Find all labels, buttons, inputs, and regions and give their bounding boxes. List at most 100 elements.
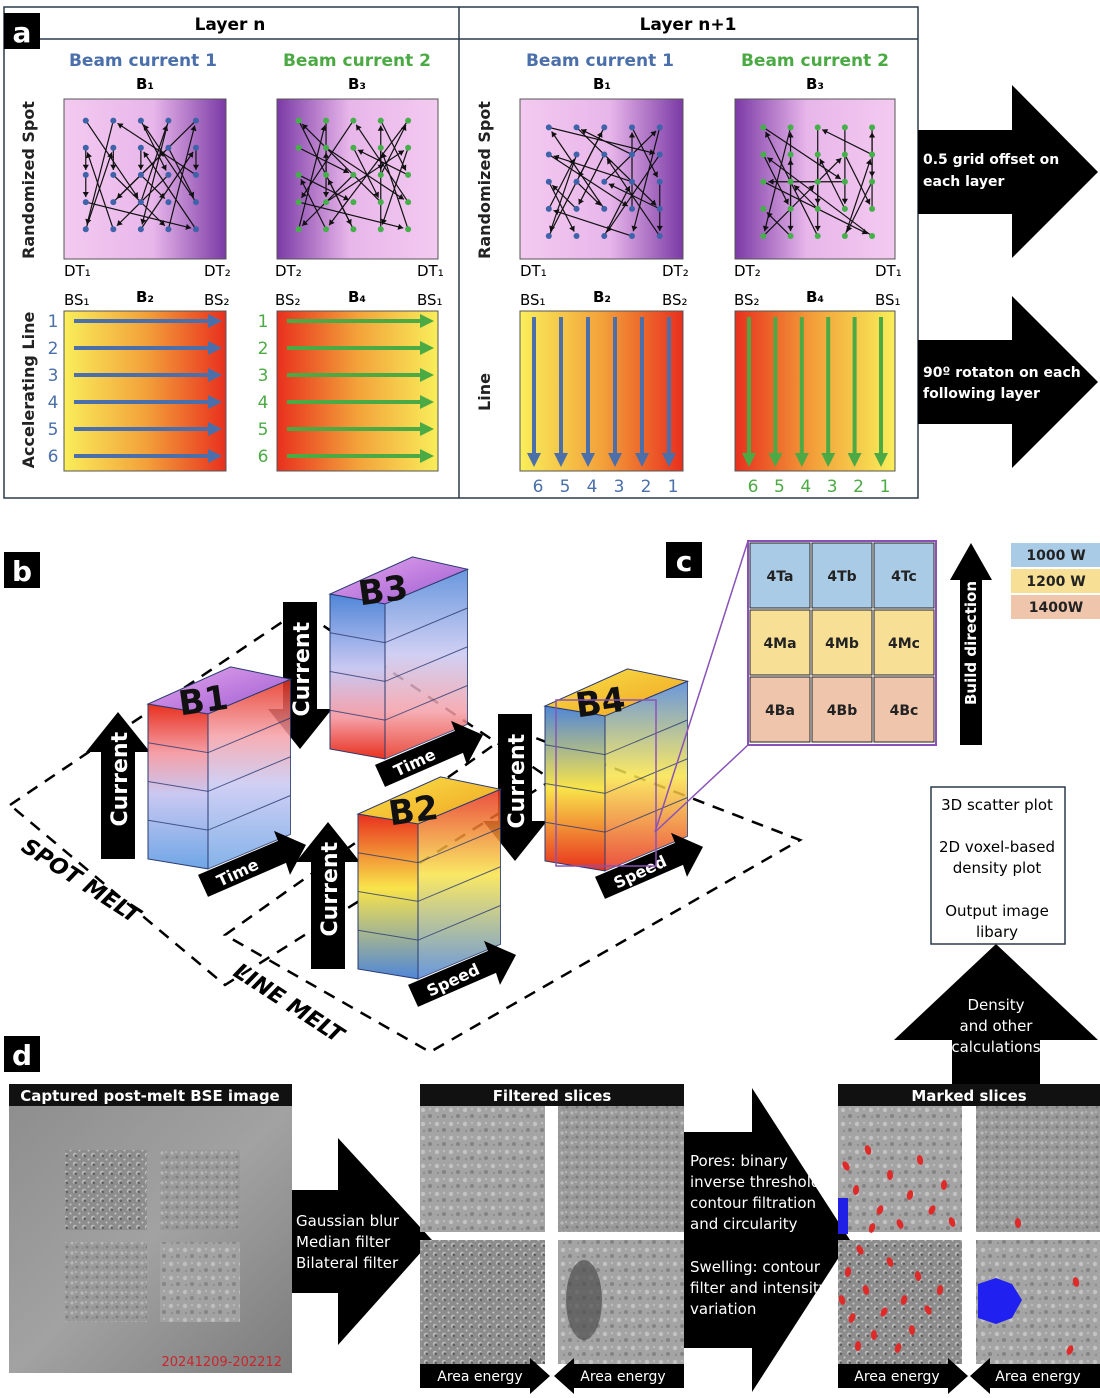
spot-arrowhead-b3-n1-1 — [819, 159, 826, 166]
spot-arrowhead-b1-n1-0 — [581, 129, 588, 135]
spot-dot-b3-n1-18 — [841, 205, 848, 212]
bs2-b2-right: BS₂ — [662, 291, 688, 309]
spot-arrowhead-b1-n1-1 — [650, 199, 657, 206]
bs1-b2-right: BS₁ — [520, 291, 546, 309]
pore-mark-29 — [1066, 1345, 1074, 1355]
pore-mark-11 — [868, 1223, 876, 1233]
cube-layer-b1-2 — [147, 756, 291, 792]
current-label-b2: Current — [318, 841, 343, 936]
spot-dot-b3-n1-3 — [841, 124, 848, 131]
spot-dot-b1-n-24 — [192, 226, 199, 233]
spot-arrowhead-b1-n1-21 — [578, 198, 584, 205]
spot-path-b3-n-17 — [298, 201, 404, 229]
spot-path-b1-n1-2 — [608, 183, 661, 210]
bse-timestamp: 20241209-202212 — [162, 1355, 283, 1370]
spot-arrowhead-b1-n-20 — [185, 223, 192, 230]
vline-number-b2-n1-1: 5 — [560, 477, 571, 497]
line-arrowhead-b2-n-0 — [208, 314, 222, 328]
spot-arrowhead-b1-n1-22 — [552, 185, 559, 192]
legend-swatch-0 — [1011, 543, 1100, 567]
density-text-1: Density — [967, 996, 1024, 1014]
pore-mark-6 — [906, 1190, 914, 1200]
grid-cell-4Mb — [811, 609, 873, 676]
spot-arrowhead-b1-n-16 — [116, 219, 123, 226]
spot-arrowhead-b3-n1-5 — [768, 178, 774, 185]
area-energy-label-3: Area energy — [854, 1369, 939, 1385]
spot-path-b3-n-9 — [352, 147, 380, 198]
spot-dot-b3-n1-17 — [814, 205, 821, 212]
spot-arrowhead-b1-n1-4 — [631, 225, 638, 232]
panel-a: Layer n Layer n+1 Beam current 1 Beam cu… — [3, 6, 1098, 499]
panel-d: Captured post-melt BSE image 20241209-20… — [9, 786, 1100, 1394]
spot-arrowhead-b1-n-5 — [117, 123, 124, 129]
spot-path-b3-n-14 — [325, 147, 405, 200]
spot-arrowhead-b3-n1-4 — [834, 173, 841, 179]
filter-bilateral: Bilateral filter — [296, 1254, 399, 1272]
cube-layer-b4-1 — [544, 719, 688, 756]
marked-header — [838, 1084, 1100, 1106]
spot-path-b1-n-1 — [140, 125, 168, 203]
cube-label-b1: B1 — [176, 678, 231, 725]
grid-offset-arrow — [918, 85, 1098, 258]
spot-dot-b3-n-10 — [295, 171, 302, 178]
pore-mark-25 — [908, 1325, 916, 1335]
line-arrowhead-b2-n-3 — [208, 395, 222, 409]
filtered-header — [420, 1084, 684, 1106]
spot-path-b1-n-17 — [86, 152, 114, 230]
cube-layer-b1-1 — [147, 717, 291, 754]
grid-label-4Ta: 4Ta — [767, 569, 794, 585]
vline-arrowhead-b4-n1-3 — [821, 453, 836, 467]
spot-dot-b3-n1-8 — [841, 151, 848, 158]
spot-arrowhead-b3-n-19 — [377, 164, 384, 170]
panel-b: SPOT MELT LINE MELT CurrentB3TimeCurrent… — [7, 556, 803, 1054]
grid-cell-4Ma — [749, 609, 811, 676]
spot-arrowhead-b3-n1-17 — [865, 159, 872, 166]
spot-path-b1-n1-22 — [551, 184, 577, 210]
spot-dot-b3-n-7 — [350, 144, 357, 151]
b4-label-right: B₄ — [806, 288, 824, 306]
spot-dot-b3-n1-10 — [760, 178, 767, 185]
spot-arrowhead-b1-n-3 — [187, 151, 194, 158]
cube-slice-highlight — [555, 699, 657, 867]
dt2-b1-left: DT₂ — [204, 262, 231, 280]
beam1-header-right: Beam current 1 — [526, 51, 674, 71]
grid-label-4Mc: 4Mc — [888, 636, 920, 652]
cube-top-b1 — [146, 666, 293, 715]
cubes-group: CurrentB3TimeCurrentB1TimeCurrentB4Speed… — [86, 556, 703, 1007]
bse-sample-br — [160, 1242, 240, 1322]
pore-mark-24 — [894, 1343, 902, 1353]
spot-dot-b3-n1-9 — [869, 151, 876, 158]
spot-dot-b3-n1-6 — [787, 151, 794, 158]
spot-dot-b1-n1-7 — [601, 151, 608, 158]
area-energy-arrow-right-2 — [838, 1358, 968, 1394]
cube-layer-b3-1 — [329, 607, 468, 644]
grid-cell-4Bc — [873, 676, 935, 743]
spot-path-b3-n-23 — [298, 174, 350, 201]
spot-arrowhead-b3-n-0 — [342, 167, 349, 174]
spot-path-b1-n1-6 — [548, 158, 575, 210]
spot-arrowhead-b3-n-15 — [356, 124, 362, 131]
swelling-mark-2 — [978, 1278, 1022, 1324]
pore-mark-0 — [842, 1161, 850, 1171]
spot-arrowhead-b1-n-21 — [143, 151, 150, 158]
b3-label-left: B₃ — [348, 75, 366, 93]
beam2-header-left: Beam current 2 — [283, 51, 431, 71]
pores-text-2: inverse threshold, — [690, 1173, 825, 1191]
vline-number-b4-n1-0: 6 — [748, 477, 759, 497]
spot-path-b3-n-5 — [381, 147, 409, 225]
pore-mark-27 — [936, 1285, 944, 1295]
spot-arrowhead-b3-n1-19 — [814, 198, 821, 204]
pores-text-1: Pores: binary — [690, 1152, 788, 1170]
filter-median: Median filter — [296, 1233, 391, 1251]
vline-arrowhead-b2-n1-1 — [554, 453, 568, 467]
line-number-b2-n-1: 2 — [48, 339, 59, 359]
spot-dot-b3-n-9 — [405, 144, 412, 151]
pore-mark-12 — [1014, 1218, 1022, 1228]
spot-dot-b1-n-11 — [110, 171, 117, 178]
spot-dot-b1-n-12 — [137, 171, 144, 178]
line-arrowhead-b4-n-0 — [420, 314, 434, 328]
vline-arrowhead-b4-n1-2 — [794, 453, 809, 467]
line-number-b4-n-3: 4 — [258, 393, 269, 413]
